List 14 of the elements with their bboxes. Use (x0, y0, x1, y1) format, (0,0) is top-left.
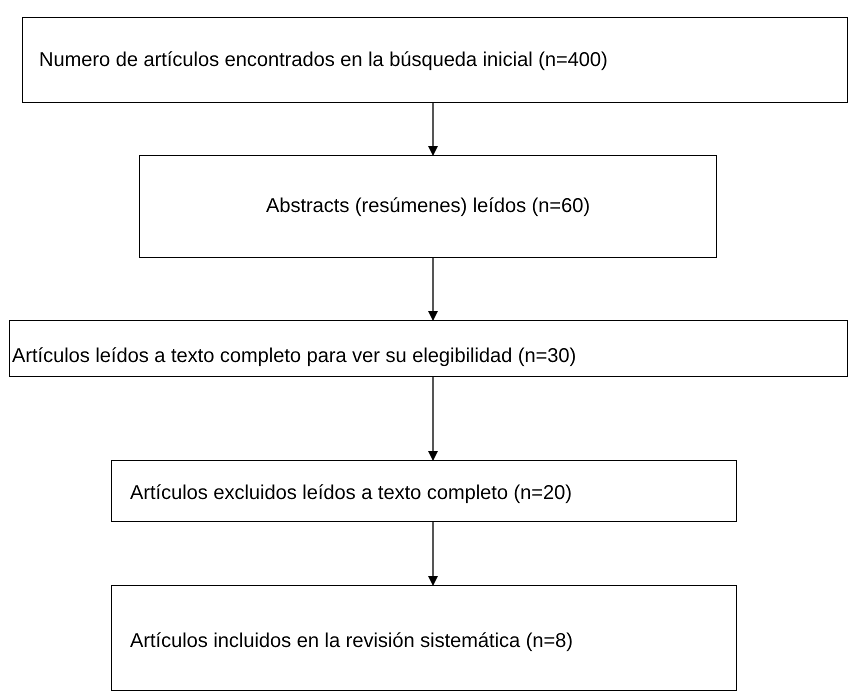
box-text: Abstracts (resúmenes) leídos (n=60) (266, 194, 590, 219)
box-text: Artículos excluidos leídos a texto completo (n=20) (130, 480, 572, 506)
process-box (139, 155, 717, 258)
process-box (22, 17, 848, 103)
process-box (9, 320, 848, 377)
arrow (428, 377, 438, 461)
box-text: Artículos incluidos en la revisión sistemática (n=8) (130, 628, 573, 654)
process-box (111, 460, 737, 522)
box-text: Numero de artículos encontrados en la búsqueda inicial (n=400) (39, 48, 608, 72)
arrow (428, 522, 438, 586)
process-box (111, 585, 737, 691)
arrow (428, 258, 438, 321)
arrow (428, 103, 438, 156)
box-text: Artículos leídos a texto completo para ver su elegibilidad (n=30) (12, 344, 576, 369)
